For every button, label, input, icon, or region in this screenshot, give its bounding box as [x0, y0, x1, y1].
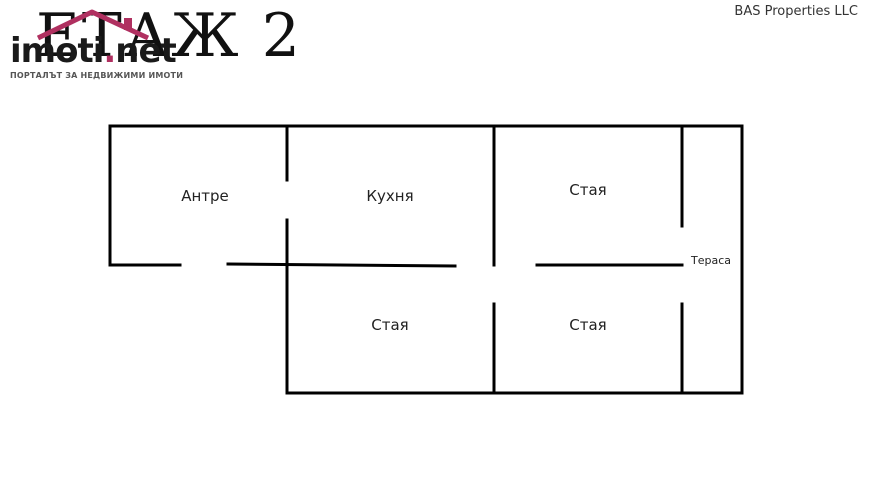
room-label-terrace: Тераса: [690, 254, 731, 267]
room-label-antre: Антре: [181, 187, 229, 205]
imoti-logo: imoti.net ПОРТАЛЪТ ЗА НЕДВИЖИМИ ИМОТИ: [8, 8, 218, 88]
logo-wordmark-tld: net: [115, 31, 177, 71]
house-roof-icon: [36, 9, 150, 41]
room-label-room-top-right: Стая: [569, 181, 606, 199]
room-label-room-bottom-right: Стая: [569, 316, 606, 334]
logo-wordmark-main: imoti: [10, 31, 104, 71]
room-label-room-bottom-left: Стая: [371, 316, 408, 334]
room-label-kitchen: Кухня: [366, 187, 413, 205]
company-name: BAS Properties LLC: [734, 4, 858, 19]
walls: [108, 124, 744, 395]
wall-middle-left: [226, 262, 457, 268]
logo-wordmark-dot: .: [103, 31, 116, 71]
logo-wordmark: imoti.net: [10, 31, 177, 71]
logo-tagline: ПОРТАЛЪТ ЗА НЕДВИЖИМИ ИМОТИ: [10, 71, 184, 80]
